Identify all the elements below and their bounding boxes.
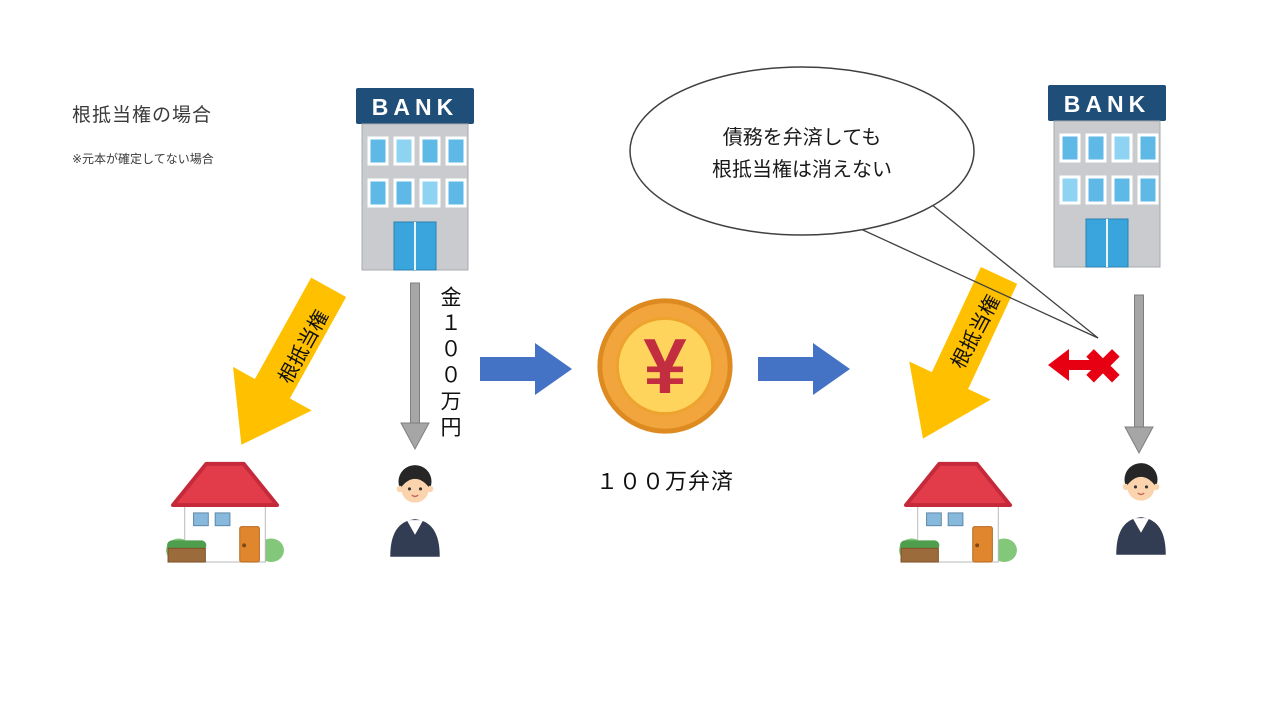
- bank-windows: [1059, 133, 1159, 205]
- block-arrow-right: [758, 343, 850, 395]
- flow-arrow-left: [480, 343, 572, 395]
- house-left: [166, 461, 284, 563]
- speech-bubble: 債務を弁済しても 根抵当権は消えない: [629, 66, 1099, 339]
- arrow-shaft: [410, 282, 420, 426]
- door-knob: [975, 543, 980, 548]
- house-door: [972, 526, 993, 563]
- block-arrow-left: [1048, 349, 1106, 381]
- hedge: [900, 540, 940, 551]
- house-window: [193, 512, 209, 527]
- repayment-label: １００万弁済: [595, 469, 734, 494]
- bubble-ellipse: [629, 66, 975, 236]
- eye: [418, 487, 423, 491]
- bank-building-right: BANK: [1048, 85, 1166, 268]
- yen-coin: ¥: [597, 298, 733, 434]
- planter: [167, 547, 206, 563]
- house-roof: [170, 461, 280, 508]
- mortgage-arrow-left: [233, 277, 347, 445]
- block-arrow-down: [233, 277, 347, 445]
- bank-sign: [1048, 85, 1166, 121]
- arrow-head: [400, 422, 430, 451]
- mortgage-arrow-right: [909, 266, 1018, 439]
- hedge: [167, 540, 207, 551]
- cross-icon: ✖: [1082, 339, 1124, 395]
- loan-arrow-right: [1124, 294, 1154, 455]
- arrow-shaft: [1134, 294, 1144, 430]
- face: [1127, 473, 1155, 501]
- bubble-text-line1: 債務を弁済しても: [723, 126, 881, 149]
- eye: [1144, 485, 1149, 489]
- shirt: [406, 520, 424, 535]
- denial-arrow: [1048, 349, 1106, 381]
- bubble-tail-line: [925, 199, 1099, 339]
- shirt: [1132, 518, 1150, 533]
- bangs: [1127, 470, 1155, 486]
- house-window: [214, 512, 231, 527]
- slide-subtitle: ※元本が確定してない場合: [72, 152, 214, 166]
- bank-sign-label: BANK: [1064, 91, 1150, 117]
- house-door: [239, 526, 260, 563]
- person-right: [1116, 463, 1166, 555]
- person-left: [390, 465, 440, 557]
- eye: [1133, 485, 1138, 489]
- loan-arrow-left: [400, 282, 430, 451]
- face: [401, 475, 429, 503]
- slide-title: 根抵当権の場合: [72, 105, 213, 126]
- door-knob: [242, 543, 247, 548]
- bank-sign: [356, 88, 474, 124]
- bank-sign-label: BANK: [372, 94, 458, 120]
- bank-windows: [367, 136, 467, 208]
- mouth: [411, 494, 419, 498]
- coin-inner: [615, 316, 715, 416]
- bangs: [401, 472, 429, 488]
- bubble-tail-line: [851, 224, 1099, 339]
- yen-symbol: ¥: [643, 324, 686, 410]
- suit: [390, 519, 440, 557]
- suit: [1116, 517, 1166, 555]
- arrow-head: [1124, 426, 1154, 455]
- house-window: [926, 512, 942, 527]
- bank-building-left: BANK: [356, 88, 474, 271]
- block-arrow-down: [909, 266, 1018, 439]
- block-arrow-right: [480, 343, 572, 395]
- house-roof: [903, 461, 1013, 508]
- mouth: [1137, 492, 1145, 496]
- planter: [900, 547, 939, 563]
- house-window: [947, 512, 964, 527]
- flow-arrow-right: [758, 343, 850, 395]
- bubble-text-line2: 根抵当権は消えない: [712, 158, 892, 181]
- eye: [407, 487, 412, 491]
- loan-amount-label: 金１００万円: [438, 286, 461, 442]
- house-right: [899, 461, 1017, 563]
